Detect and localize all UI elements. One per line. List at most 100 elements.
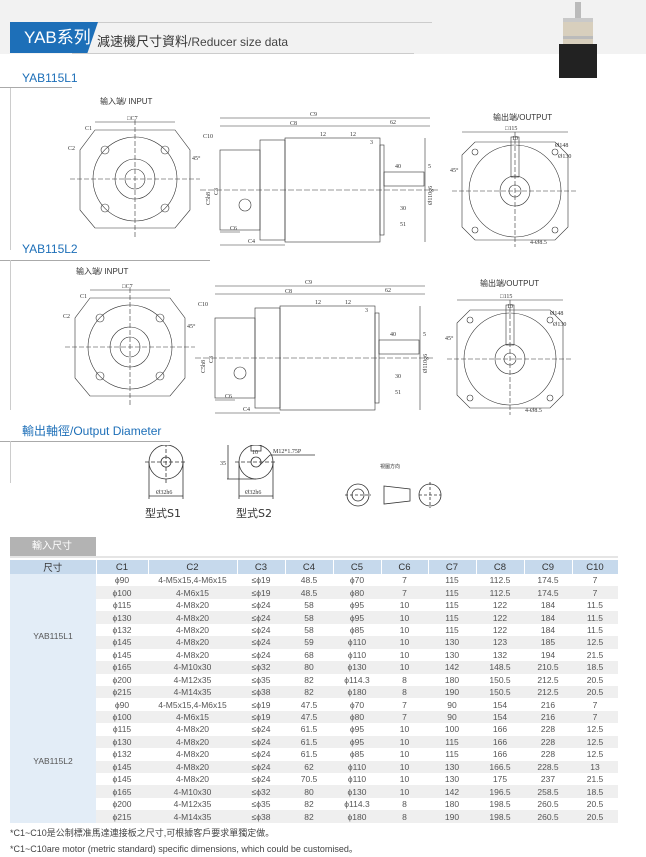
cell-c9: 228 — [540, 724, 556, 735]
cell-c8: 198.5 — [489, 799, 511, 810]
output-shaft-drawing: Ø32h6 Ø32h6 10 35 M12*1.75P 視圖方向 型式S1 型式… — [145, 445, 442, 520]
cell-c6: 10 — [399, 724, 410, 735]
cell-c8: 122 — [492, 624, 508, 635]
cell-c10: 12.5 — [572, 636, 618, 649]
cell-c3: ≤ϕ38 — [237, 685, 285, 699]
cell-c9: 194 — [540, 649, 556, 660]
cell-c9: 228.5 — [524, 760, 572, 773]
s2-label: 型式S2 — [236, 506, 272, 520]
cell-c5: ϕ130 — [333, 661, 381, 674]
divider — [10, 260, 11, 410]
cell-c7: 115 — [445, 600, 459, 611]
cell-c8: 122 — [476, 611, 524, 624]
cell-c7: 180 — [444, 799, 460, 810]
divider — [92, 22, 432, 23]
d5-label: 5 — [423, 332, 426, 338]
cell-c6: 8 — [402, 799, 407, 810]
model-title-l1: YAB115L1 — [22, 71, 78, 85]
cell-c5: ϕ180 — [333, 685, 381, 699]
divider — [72, 53, 414, 54]
c5-label: C5h8 — [201, 360, 207, 373]
cell-c1: ϕ200 — [112, 799, 132, 810]
cell-c2: 4-M8x20 — [175, 724, 210, 735]
cell-c4: 59 — [285, 636, 333, 649]
c2-label: C2 — [68, 146, 75, 152]
divider — [0, 441, 170, 442]
cell-c9: 184 — [540, 624, 556, 635]
cell-c6: 7 — [402, 699, 407, 710]
cell-c3: ≤ϕ19 — [251, 699, 271, 710]
cell-c6: 10 — [381, 760, 428, 773]
cell-c4: 58 — [304, 600, 314, 611]
cell-c10: 20.5 — [572, 685, 618, 699]
d30-label: 30 — [395, 374, 401, 380]
s1-diameter: Ø32h6 — [156, 490, 172, 496]
cell-c5: ϕ95 — [349, 600, 365, 611]
d51-label: 51 — [395, 390, 401, 396]
cell-c9: 184 — [540, 600, 556, 611]
cell-c7: 190 — [428, 810, 476, 823]
sq115-label: □115 — [505, 126, 517, 132]
c9-label: C9 — [310, 112, 317, 118]
divider — [10, 441, 11, 483]
cell-c3: ≤ϕ35 — [251, 674, 271, 685]
cell-c10: 12.5 — [586, 724, 604, 735]
cell-c8: 198.5 — [476, 810, 524, 823]
cell-c1: ϕ215 — [96, 685, 148, 699]
cell-c5: ϕ70 — [349, 575, 365, 586]
cell-c5: ϕ95 — [333, 735, 381, 749]
angle-label: 45° — [445, 335, 454, 342]
output-label: 输出端/OUTPUT — [480, 279, 540, 288]
cell-c9: 260.5 — [524, 810, 572, 823]
series-tab: YAB系列 — [10, 22, 98, 53]
cell-c1: ϕ200 — [112, 674, 132, 685]
c10-label: C10 — [198, 302, 208, 308]
c7-label: □C7 — [127, 116, 138, 122]
cell-c6: 8 — [381, 685, 428, 699]
s2-diameter: Ø32h6 — [245, 490, 261, 496]
cell-c5: ϕ114.3 — [344, 799, 370, 810]
reducer-product-image — [559, 2, 597, 78]
cell-c6: 10 — [381, 636, 428, 649]
cell-c2: 4-M8x20 — [175, 649, 210, 660]
cell-c1: ϕ90 — [114, 699, 130, 710]
cell-c9: 260.5 — [537, 799, 559, 810]
cell-c2: 4-M8x20 — [148, 611, 237, 624]
cell-c4: 61.5 — [285, 735, 333, 749]
holes-label: 4-Ø8.5 — [525, 408, 542, 414]
cell-c8: 175 — [492, 774, 508, 785]
cell-c8: 150.5 — [489, 674, 511, 685]
c7-label: □C7 — [122, 284, 133, 290]
c8-label: C8 — [285, 289, 292, 295]
cell-c4: 48.5 — [285, 586, 333, 599]
holes-label: 4-Ø8.5 — [530, 240, 547, 246]
cell-c2: 4-M6x15 — [148, 586, 237, 599]
model-cell: YAB115L2 — [10, 698, 96, 823]
cell-c4: 80 — [285, 661, 333, 674]
d12a-label: 12 — [320, 132, 326, 138]
cell-c10: 7 — [572, 710, 618, 724]
angle-label: 45° — [187, 323, 196, 330]
cell-c3: ≤ϕ24 — [251, 624, 271, 635]
cell-c1: ϕ132 — [112, 624, 132, 635]
cell-c5: ϕ110 — [347, 649, 367, 660]
c5-label: C5h8 — [206, 192, 212, 205]
page-title: 減速機尺寸資料/Reducer size data — [97, 31, 288, 50]
cell-c10: 11.5 — [587, 600, 603, 611]
input-size-tab: 輸入尺寸 — [10, 537, 96, 556]
cell-c10: 7 — [572, 586, 618, 599]
d12b-label: 12 — [350, 132, 356, 138]
cell-c10: 12.5 — [572, 735, 618, 749]
d62-label: 62 — [385, 288, 391, 294]
d10-label: 10 — [512, 136, 518, 142]
cell-c3: ≤ϕ38 — [237, 810, 285, 823]
cell-c6: 8 — [402, 674, 407, 685]
